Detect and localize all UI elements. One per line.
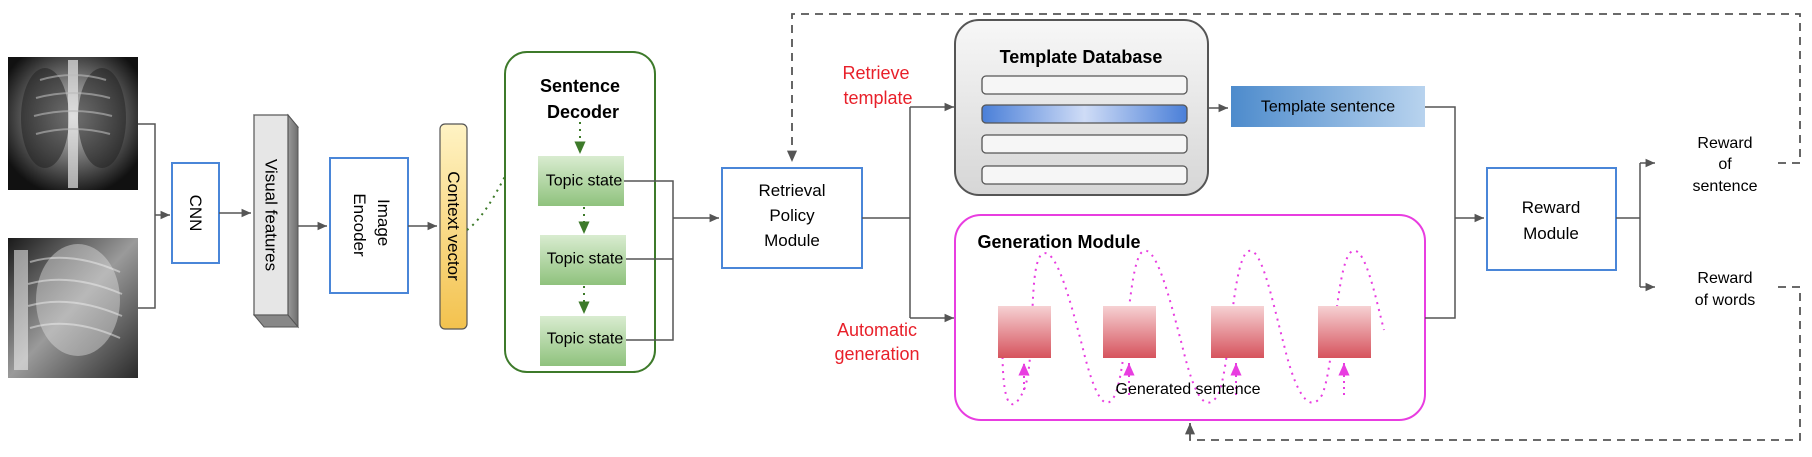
retrieval-policy-line2: Policy [769, 206, 815, 225]
retrieval-policy-line3: Module [764, 231, 820, 250]
reward-words-line2: of words [1695, 292, 1755, 309]
sentence-decoder-title-line2: Decoder [547, 102, 619, 122]
generation-wave [1001, 249, 1385, 406]
reward-words-line1: Reward [1697, 270, 1752, 287]
image-encoder-label: Image Encoder [350, 193, 393, 257]
generation-module: Generation Module Generated sentence [954, 214, 1426, 421]
generated-sentence-caption: Generated sentence [1116, 381, 1261, 398]
reward-sentence-line2: of [1718, 156, 1732, 173]
reward-module-line1: Reward [1522, 198, 1581, 217]
generation-cell-2 [1103, 306, 1156, 358]
xray-frontal-image [8, 57, 138, 190]
connector-reward-outputs [1616, 158, 1655, 292]
cnn-label: CNN [186, 195, 205, 232]
template-slot-3 [981, 134, 1188, 154]
generation-cell-1 [998, 306, 1051, 358]
visual-features-label: Visual features [262, 159, 281, 271]
topic-state-1-label: Topic state [546, 173, 623, 190]
connector-topics-to-policy [624, 180, 719, 341]
visual-features-block: Visual features [252, 113, 300, 329]
template-slot-selected [981, 104, 1188, 124]
feedback-words-loop [1184, 286, 1801, 441]
template-slot-4 [981, 165, 1188, 185]
image-encoder-line2: Encoder [350, 193, 369, 257]
connector-policy-branches [862, 102, 954, 323]
reward-module-line2: Module [1523, 224, 1579, 243]
retrieval-policy-module: Retrieval Policy Module [721, 167, 863, 269]
feedback-sentence-loop [786, 13, 1801, 164]
retrieve-template-line1: Retrieve [842, 63, 909, 83]
generation-cell-3 [1211, 306, 1264, 358]
generation-module-title: Generation Module [977, 232, 1140, 252]
topic-state-2-label: Topic state [547, 251, 624, 268]
template-database-title: Template Database [1000, 47, 1163, 67]
retrieval-policy-line1: Retrieval [758, 181, 825, 200]
template-slot-1 [981, 75, 1188, 95]
reward-sentence-line1: Reward [1697, 135, 1752, 152]
template-sentence-label: Template sentence [1261, 99, 1395, 116]
image-encoder-box: Image Encoder [329, 157, 409, 294]
topic-state-1: Topic state [538, 156, 624, 206]
cnn-box: CNN [171, 162, 220, 264]
sentence-decoder-title-line1: Sentence [540, 76, 620, 96]
topic-state-3: Topic state [540, 316, 626, 366]
connector-images-to-cnn [138, 123, 170, 309]
context-vector-block: Context vector [439, 123, 468, 330]
generation-cell-4 [1318, 306, 1371, 358]
topic-state-3-label: Topic state [547, 331, 624, 348]
template-sentence-box: Template sentence [1231, 86, 1425, 127]
context-vector-label: Context vector [444, 171, 463, 281]
reward-sentence-line3: sentence [1693, 178, 1758, 195]
automatic-generation-line2: generation [834, 344, 919, 364]
template-database: Template Database [954, 19, 1209, 196]
image-encoder-line1: Image [374, 199, 393, 246]
automatic-generation-line1: Automatic [837, 320, 917, 340]
topic-state-2: Topic state [540, 235, 626, 285]
xray-lateral-image [8, 238, 138, 378]
connector-to-reward [1425, 106, 1484, 319]
reward-module: Reward Module [1486, 167, 1617, 271]
sentence-decoder-box: Sentence Decoder Topic state Topic state… [504, 51, 656, 373]
retrieve-template-line2: template [843, 88, 912, 108]
